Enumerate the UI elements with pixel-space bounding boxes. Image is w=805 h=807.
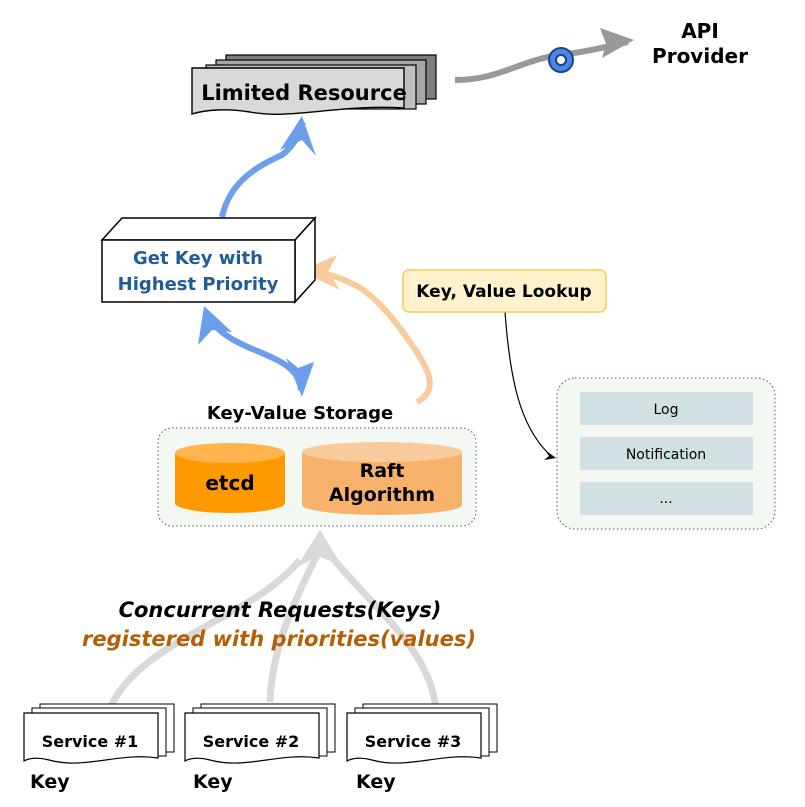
- request-arrowhead: [296, 530, 342, 568]
- storage-title: Key-Value Storage: [207, 403, 393, 424]
- side-panel: Log Notification ...: [556, 377, 776, 530]
- panel-item-log: [580, 392, 753, 425]
- service-2-key: Key: [193, 771, 233, 793]
- peach-arrowhead: [300, 255, 340, 290]
- get-key-label-line1: Get Key with: [133, 248, 263, 269]
- api-arrowhead: [600, 28, 634, 58]
- limited-resource-label: Limited Resource: [201, 81, 407, 105]
- lookup-box: Key, Value Lookup: [402, 269, 607, 313]
- panel-item-notification: [580, 437, 753, 470]
- panel-item-log-label: Log: [653, 402, 678, 418]
- api-provider-label-line1: API: [681, 19, 719, 43]
- connector-ring-icon: [548, 47, 574, 73]
- etcd-label: etcd: [205, 471, 254, 495]
- request-arrows: [106, 551, 440, 711]
- service-3-key: Key: [356, 771, 396, 793]
- service-3: Service #3: [346, 703, 498, 764]
- peach-arrow: [309, 269, 433, 405]
- panel-item-notification-label: Notification: [626, 447, 706, 463]
- service-3-label: Service #3: [365, 732, 462, 751]
- requests-line1: Concurrent Requests(Keys): [119, 598, 442, 622]
- panel-item-more-label: ...: [659, 491, 672, 507]
- service-1-key: Key: [30, 771, 70, 793]
- api-provider-label-line2: Provider: [652, 44, 748, 68]
- panel-item-more: [580, 482, 753, 515]
- api-arrow: [454, 39, 629, 83]
- lookup-connector-arrowhead: [544, 450, 556, 460]
- service-1: Service #1: [23, 703, 175, 764]
- get-key-label-line2: Highest Priority: [118, 274, 279, 295]
- lookup-label: Key, Value Lookup: [416, 282, 591, 302]
- raft-cylinder: Raft Algorithm: [302, 442, 462, 515]
- get-key-box: Get Key with Highest Priority: [100, 216, 317, 304]
- limited-resource-stack: Limited Resource: [191, 54, 437, 115]
- raft-label-line2: Algorithm: [329, 484, 435, 506]
- service-2-label: Service #2: [203, 732, 300, 751]
- service-2: Service #2: [184, 703, 336, 764]
- service-1-label: Service #1: [42, 732, 139, 751]
- storage-blue-arrowhead-top: [198, 306, 232, 345]
- upward-blue-arrowhead: [280, 116, 316, 156]
- storage-blue-arrowhead-bottom: [286, 358, 314, 397]
- raft-label-line1: Raft: [360, 460, 405, 482]
- requests-line2: registered with priorities(values): [82, 627, 476, 651]
- storage-container: etcd Raft Algorithm: [157, 427, 477, 527]
- etcd-cylinder: etcd: [175, 443, 285, 513]
- lookup-connector: [504, 311, 549, 454]
